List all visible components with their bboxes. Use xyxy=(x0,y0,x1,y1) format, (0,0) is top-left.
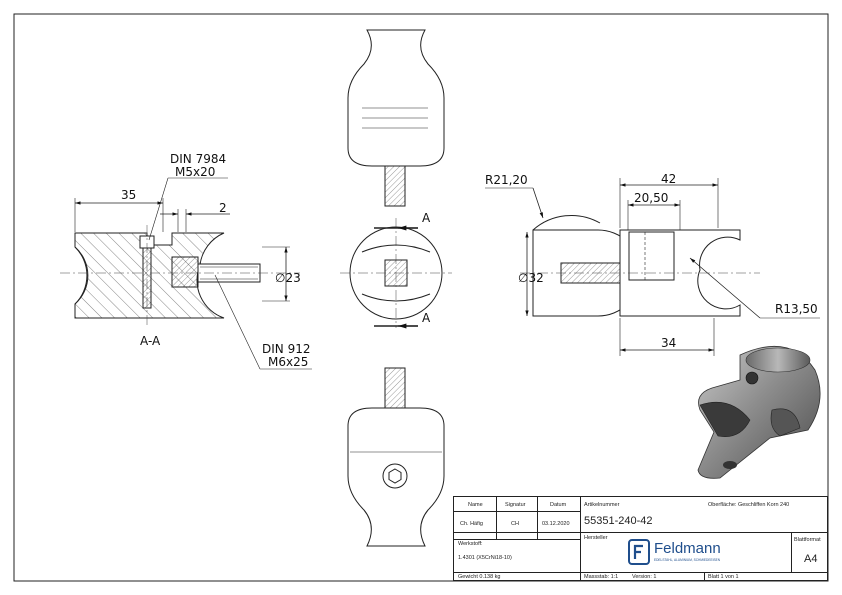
callout-din-7984: DIN 7984 xyxy=(170,152,226,166)
cut-marker-top: A xyxy=(422,211,431,225)
callout-m6x25: M6x25 xyxy=(268,355,308,369)
dim-r13-50: R13,50 xyxy=(775,302,818,316)
signatur-value: CH xyxy=(511,521,519,527)
brand-name: Feldmann xyxy=(654,540,721,557)
blatt-value: Blatt 1 von 1 xyxy=(708,574,739,580)
blattformat-label: Blattformat xyxy=(794,537,821,543)
callout-m5x20: M5x20 xyxy=(175,165,215,179)
datum-value: 03.12.2020 xyxy=(542,521,570,527)
name-value: Ch. Häfig xyxy=(460,521,483,527)
cut-marker-bottom: A xyxy=(422,311,431,325)
dim-35: 35 xyxy=(121,188,136,202)
top-view xyxy=(347,29,445,207)
isometric-view xyxy=(697,345,821,479)
side-view: 42 20,50 R21,20 ∅32 R13,50 34 xyxy=(485,172,820,356)
bottom-view xyxy=(347,367,445,547)
hersteller-label: Hersteller xyxy=(584,535,608,541)
dim-r21-20: R21,20 xyxy=(485,173,528,187)
dim-42: 42 xyxy=(661,172,676,186)
section-label: A-A xyxy=(140,334,161,348)
artikelnummer-value: 55351-240-42 xyxy=(584,515,653,527)
dim-dia-32: ∅32 xyxy=(518,271,544,285)
datum-label: Datum xyxy=(550,502,567,508)
gewicht-value: Gewicht 0.138 kg xyxy=(458,574,501,580)
massstab-value: Massstab: 1:1 xyxy=(584,574,619,580)
signatur-label: Signatur xyxy=(505,502,526,508)
dim-20-50: 20,50 xyxy=(634,191,668,205)
werkstoff-label: Werkstoff: xyxy=(458,541,483,547)
oberflaeche-value: Oberfläche: Geschliffen Korn 240 xyxy=(708,502,790,508)
dim-2: 2 xyxy=(219,201,227,215)
blattformat-value: A4 xyxy=(804,553,818,565)
brand-tagline: EDELSTAHL, ALUMINIUM, SCHMIEDEEISEN xyxy=(654,558,721,562)
version-value: Version: 1 xyxy=(632,574,657,580)
werkstoff-value: 1.4301 (X5CrNi18-10) xyxy=(458,555,512,561)
artikelnummer-label: Artikelnummer xyxy=(584,502,620,508)
dim-34: 34 xyxy=(661,336,676,350)
dim-dia-23: ∅23 xyxy=(275,271,301,285)
feldmann-logo-icon xyxy=(628,539,650,565)
front-view-circle: A A xyxy=(340,211,452,329)
callout-din-912: DIN 912 xyxy=(262,342,310,356)
sheet-frame xyxy=(13,13,829,582)
name-label: Name xyxy=(468,502,483,508)
section-view-a-a: 35 2 ∅23 DIN 7984 M5x20 DIN 912 M6x25 A-… xyxy=(60,152,312,370)
title-block: Name Signatur Datum Ch. Häfig CH 03.12.2… xyxy=(453,496,828,581)
